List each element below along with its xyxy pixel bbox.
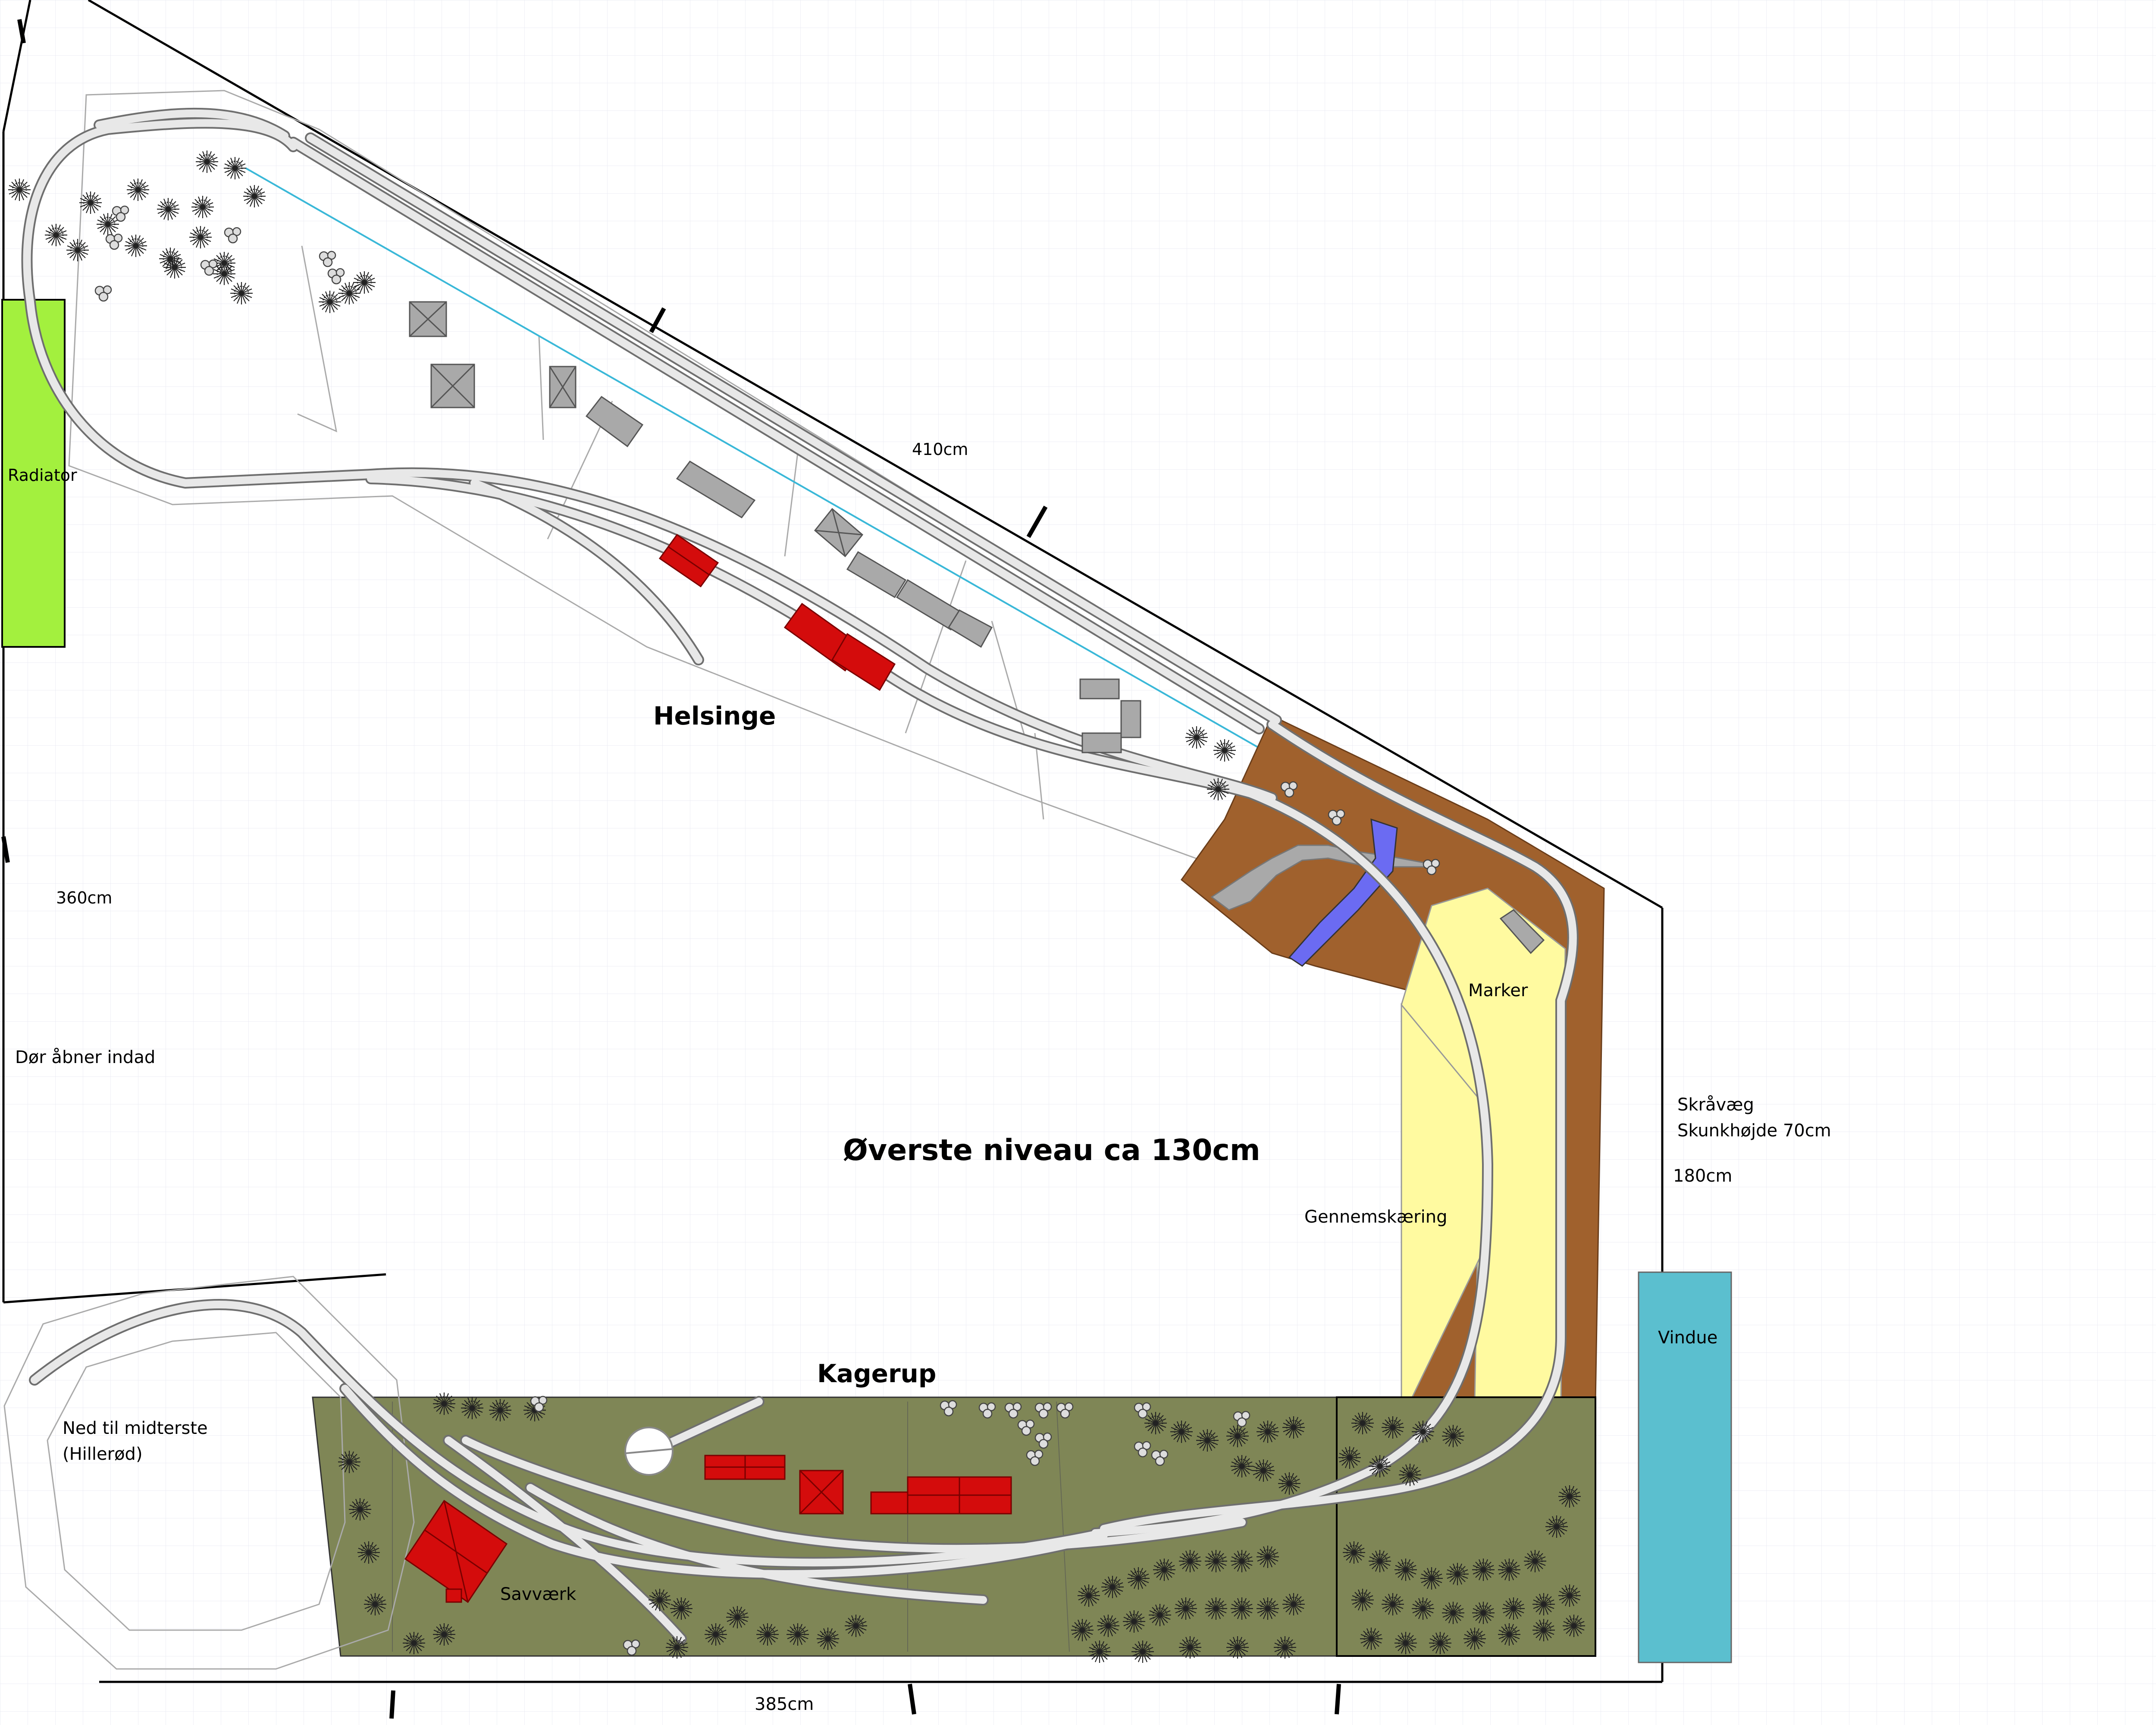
kagerup-module-box: [1336, 1396, 1596, 1657]
dimension-left: 360cm: [56, 888, 112, 907]
window: [1638, 1271, 1732, 1663]
slant-wall-height-label: Skunkhøjde 70cm: [1677, 1121, 1831, 1141]
top-level-title: Øverste niveau ca 130cm: [843, 1133, 1260, 1167]
building-9: [947, 609, 993, 648]
helsinge-title: Helsinge: [653, 701, 776, 731]
red-building-5: [799, 1470, 844, 1515]
blue-boundary-line: [245, 167, 1264, 751]
dimension-right: 180cm: [1673, 1166, 1732, 1186]
helix-sublabel: (Hillerød): [63, 1444, 143, 1464]
module-divider-mid: [1056, 1401, 1070, 1652]
slant-wall-label: Skråvæg: [1677, 1095, 1754, 1115]
red-building-4: [704, 1455, 786, 1480]
red-building-1: [658, 533, 719, 588]
helix-label: Ned til midterste: [63, 1418, 208, 1438]
door-label: Dør åbner indad: [15, 1048, 155, 1067]
helix-outline: [3, 1276, 415, 1670]
helsinge-board-outline: [68, 90, 1273, 881]
gray-buildings: [409, 301, 1141, 753]
red-buildings: [404, 533, 1012, 1603]
marker-label: Marker: [1468, 981, 1528, 1000]
building-4: [585, 395, 644, 448]
radiator-label: Radiator: [8, 466, 77, 485]
building-5: [676, 461, 756, 518]
building-2: [430, 364, 475, 408]
building-1: [409, 301, 447, 337]
sawmill-building: [404, 1499, 508, 1603]
radiator: [1, 299, 66, 648]
wall-tick-marks: [1, 19, 1341, 1719]
dimension-bottom: 385cm: [755, 1694, 814, 1714]
cutting-label: Gennemskæring: [1304, 1207, 1447, 1227]
dimension-top: 410cm: [912, 440, 968, 459]
building-7: [846, 551, 907, 599]
sawmill-label: Savværk: [500, 1584, 577, 1604]
kagerup-title: Kagerup: [817, 1359, 936, 1388]
building-12: [1081, 732, 1122, 753]
building-10: [1079, 678, 1120, 699]
red-building-6: [870, 1491, 909, 1515]
red-building-7: [907, 1476, 1012, 1515]
building-3: [549, 366, 577, 408]
building-6: [814, 508, 864, 558]
red-building-3: [831, 633, 896, 691]
building-11: [1120, 700, 1141, 738]
window-label: Vindue: [1658, 1328, 1717, 1348]
